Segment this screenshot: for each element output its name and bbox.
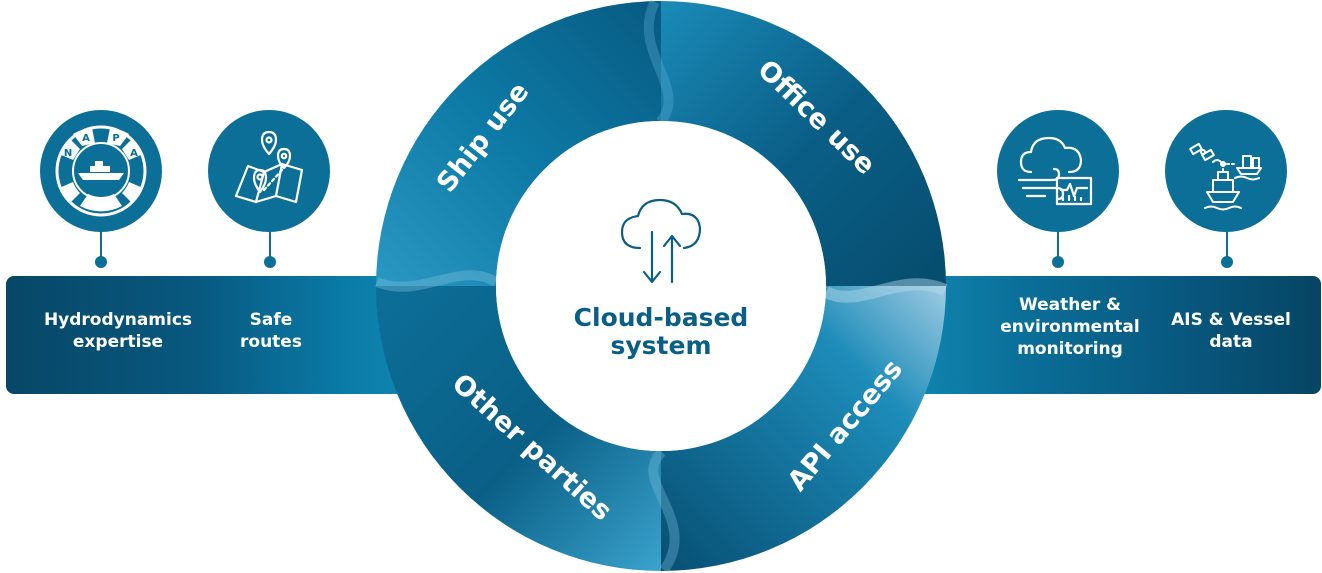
left-info-bar xyxy=(6,276,426,394)
ring-segment xyxy=(661,286,946,571)
weather-monitor-icon xyxy=(997,110,1119,232)
connector-stem xyxy=(1057,232,1059,258)
safe-routes-label: Safe routes xyxy=(240,310,302,352)
connector-dot xyxy=(264,256,276,268)
right-info-bar xyxy=(895,276,1321,394)
ring-segment xyxy=(661,1,946,286)
ring-segment xyxy=(376,1,661,286)
connector-stem xyxy=(1226,232,1228,258)
satellite-vessel-icon xyxy=(1165,110,1287,232)
napa-letter: A xyxy=(130,148,138,159)
ais-vessel-label: AIS & Vessel data xyxy=(1171,310,1291,352)
cloud-sync-icon xyxy=(620,198,702,284)
connector-stem xyxy=(269,232,271,258)
map-route-icon xyxy=(208,110,330,232)
hydrodynamics-label: Hydrodynamics expertise xyxy=(43,310,193,352)
napa-logo-icon: N A P A xyxy=(40,110,162,232)
napa-letter: N xyxy=(64,148,72,159)
connector-stem xyxy=(100,232,102,258)
weather-monitoring-label: Weather & environmental monitoring xyxy=(1000,295,1140,359)
napa-letter: P xyxy=(112,133,119,144)
center-label: Cloud-based system xyxy=(573,303,749,360)
napa-letter: A xyxy=(82,133,90,144)
connector-dot xyxy=(95,256,107,268)
ring-segment xyxy=(376,286,661,571)
connector-dot xyxy=(1221,256,1233,268)
connector-dot xyxy=(1052,256,1064,268)
